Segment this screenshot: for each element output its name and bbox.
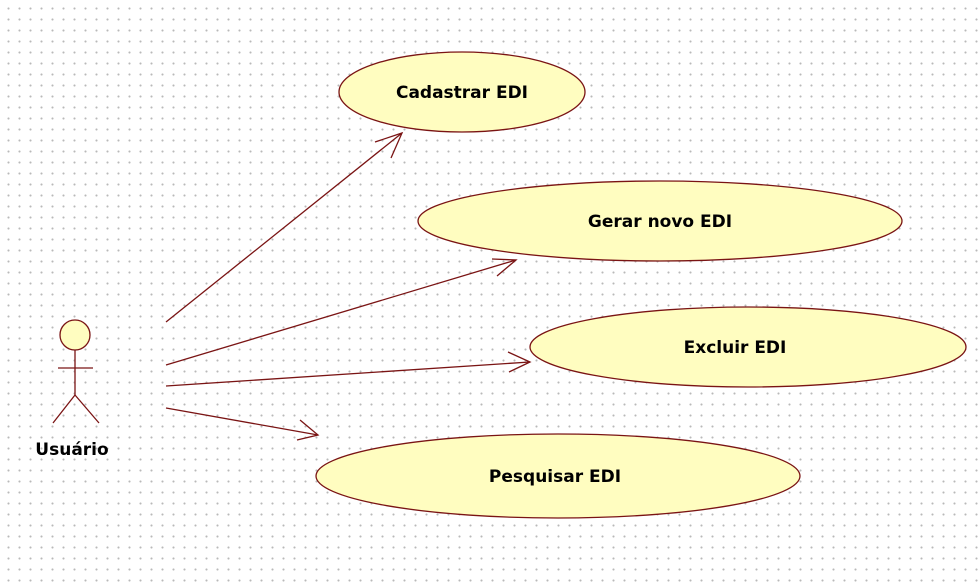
association-cadastrar[interactable] bbox=[165, 131, 404, 323]
use-case-pesquisar-edi[interactable]: Pesquisar EDI bbox=[315, 433, 801, 519]
use-case-label-cadastrar: Cadastrar EDI bbox=[396, 83, 528, 103]
association-gerar[interactable] bbox=[165, 258, 518, 366]
use-case-gerar-novo-edi[interactable]: Gerar novo EDI bbox=[417, 180, 903, 262]
stick-figure-actor-icon bbox=[52, 319, 100, 424]
association-pesquisar[interactable] bbox=[165, 407, 320, 441]
use-case-cadastrar-edi[interactable]: Cadastrar EDI bbox=[338, 51, 586, 133]
use-case-label-pesquisar: Pesquisar EDI bbox=[489, 467, 621, 487]
actor-usuario[interactable]: Usuário bbox=[35, 319, 109, 460]
use-case-excluir-edi[interactable]: Excluir EDI bbox=[529, 306, 967, 388]
association-excluir[interactable] bbox=[165, 351, 532, 387]
actor-label: Usuário bbox=[35, 440, 108, 460]
use-case-label-gerar: Gerar novo EDI bbox=[588, 212, 732, 232]
use-case-label-excluir: Excluir EDI bbox=[684, 338, 787, 358]
